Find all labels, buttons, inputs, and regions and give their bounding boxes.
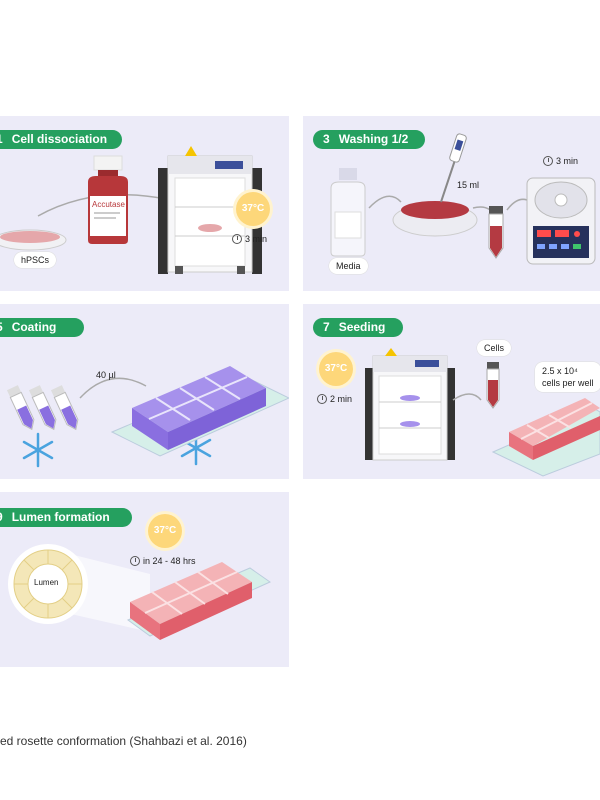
cells-label: Cells	[477, 340, 512, 356]
step-pill: 1 Cell dissociation	[0, 130, 122, 149]
hpscs-label: hPSCs	[14, 252, 57, 268]
washing-illustration	[330, 133, 596, 265]
timer-value: in 24 - 48 hrs	[143, 556, 196, 566]
step-number: 9	[0, 508, 3, 527]
cell-dissociation-illustration	[0, 146, 262, 274]
lumen-label: Lumen	[34, 578, 59, 587]
media-label: Media	[329, 258, 368, 274]
incubator-icon	[158, 146, 262, 274]
temperature-badge: 37°C	[236, 192, 270, 226]
step-pill: 7 Seeding	[313, 318, 403, 337]
timer-value: 3 min	[245, 234, 268, 244]
panel-coating: 5 Coating 40 µl	[0, 304, 289, 479]
pipette-icon	[440, 133, 467, 203]
chamber-slide-icon	[110, 366, 289, 457]
panel-lumen-formation: 9 Lumen formation 37°C in 24 - 48 hrs Lum…	[0, 492, 289, 667]
step-title: Coating	[11, 320, 57, 334]
clock-icon	[317, 394, 327, 404]
step-title: Seeding	[338, 320, 386, 334]
volume-label: 15 ml	[457, 180, 480, 190]
clock-icon	[232, 234, 242, 244]
step-number: 7	[323, 320, 330, 334]
figure-caption: ed rosette conformation (Shahbazi et al.…	[0, 734, 247, 748]
timer: 3 min	[543, 154, 578, 168]
panel-washing: 3 Washing 1/2 Media 15 ml 3 min	[303, 116, 600, 291]
step-number: 5	[0, 318, 3, 337]
step-title: Lumen formation	[11, 510, 110, 524]
centrifuge-icon	[526, 177, 596, 265]
incubator-icon	[365, 348, 455, 461]
timer: in 24 - 48 hrs	[130, 554, 196, 568]
media-bottle-icon	[330, 168, 366, 257]
falcon-tube-icon	[488, 206, 504, 259]
step-pill: 5 Coating	[0, 318, 84, 337]
accutase-bottle-icon	[88, 155, 128, 244]
step-pill: 3 Washing 1/2	[313, 130, 425, 149]
lumen-formation-illustration	[8, 544, 272, 640]
falcon-tube-icon	[486, 362, 500, 409]
rosette-icon	[8, 544, 88, 624]
dish-icon	[401, 201, 469, 219]
timer-value: 2 min	[330, 394, 353, 404]
clock-icon	[543, 156, 553, 166]
accutase-label: Accutase	[92, 200, 125, 209]
temperature-badge: 37°C	[319, 352, 353, 386]
step-number: 3	[323, 132, 330, 146]
chamber-slide-icon	[491, 398, 600, 477]
density-unit: cells per well	[542, 378, 594, 388]
panel-seeding: 7 Seeding 37°C 2 min Cells 2.5 x 10⁴ cell…	[303, 304, 600, 479]
volume-label: 40 µl	[96, 370, 116, 380]
step-pill: 9 Lumen formation	[0, 508, 132, 527]
temperature-badge: 37°C	[148, 514, 182, 548]
seeding-density-label: 2.5 x 10⁴ cells per well	[535, 362, 600, 392]
step-title: Cell dissociation	[11, 132, 108, 146]
step-number: 1	[0, 130, 3, 149]
density-value: 2.5 x 10⁴	[542, 366, 578, 376]
step-title: Washing 1/2	[338, 132, 409, 146]
timer: 3 min	[232, 232, 267, 246]
panel-cell-dissociation: 1 Cell dissociation hPSCs Accutase 37°C 3…	[0, 116, 289, 291]
snowflake-icon	[22, 432, 54, 468]
clock-icon	[130, 556, 140, 566]
timer-value: 3 min	[556, 156, 579, 166]
coating-illustration	[6, 366, 289, 468]
timer: 2 min	[317, 392, 352, 406]
seeding-illustration	[365, 348, 600, 477]
coating-tubes-icon	[6, 385, 79, 431]
chamber-slide-icon	[126, 562, 272, 640]
